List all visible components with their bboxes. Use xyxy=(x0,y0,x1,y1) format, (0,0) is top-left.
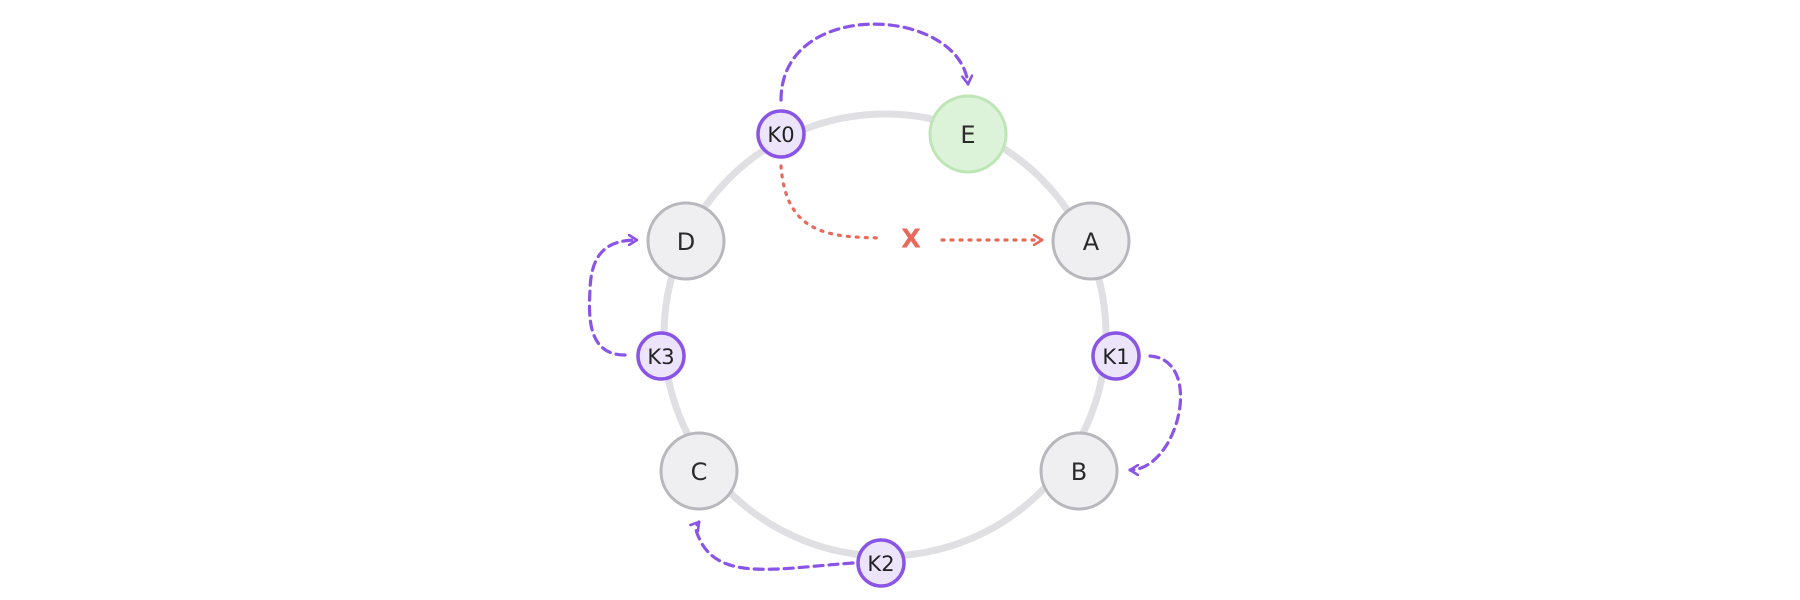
server-node-b-label: B xyxy=(1071,458,1087,486)
key-node-k3: K3 xyxy=(636,331,686,381)
server-node-d-label: D xyxy=(677,228,695,256)
key-node-k0: K0 xyxy=(756,109,806,159)
server-node-e-circle xyxy=(928,94,1008,174)
key-node-k2-circle xyxy=(856,538,906,588)
server-node-a: A xyxy=(1051,201,1131,281)
failed-route-marker: X xyxy=(901,225,921,255)
key-node-k1-label: K1 xyxy=(1102,345,1129,369)
server-node-d: D xyxy=(646,201,726,281)
arrow-k1-to-b xyxy=(1128,354,1183,470)
key-node-k0-circle xyxy=(756,109,806,159)
key-node-k2-label: K2 xyxy=(867,552,894,576)
server-node-b: B xyxy=(1039,431,1119,511)
key-node-k0-label: K0 xyxy=(767,123,794,147)
key-node-k3-circle xyxy=(636,331,686,381)
server-node-e-label: E xyxy=(960,121,975,149)
server-node-e: E xyxy=(928,94,1008,174)
key-node-k1-circle xyxy=(1091,331,1141,381)
server-node-a-circle xyxy=(1051,201,1131,281)
key-node-k2: K2 xyxy=(856,538,906,588)
arrow-k0-to-e xyxy=(779,22,968,102)
server-node-a-label: A xyxy=(1083,228,1100,256)
arrow-k3-to-d xyxy=(587,240,639,357)
key-node-k1: K1 xyxy=(1091,331,1141,381)
server-node-c-circle xyxy=(659,431,739,511)
key-node-k3-label: K3 xyxy=(647,345,674,369)
server-node-b-circle xyxy=(1039,431,1119,511)
server-node-c-label: C xyxy=(691,458,708,486)
failed-route-segment xyxy=(779,164,884,240)
server-node-d-circle xyxy=(646,201,726,281)
arrow-k2-to-c xyxy=(696,520,855,571)
server-node-c: C xyxy=(659,431,739,511)
